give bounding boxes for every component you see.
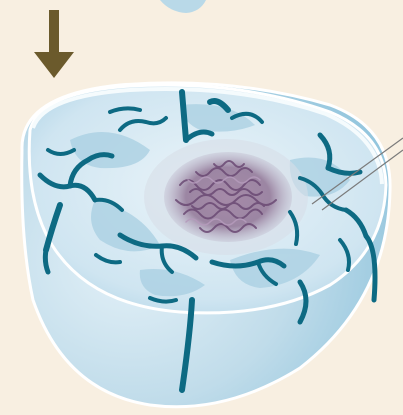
top-partial-shape bbox=[160, 0, 206, 13]
nucleus bbox=[144, 139, 308, 255]
down-arrow-icon bbox=[34, 10, 74, 78]
